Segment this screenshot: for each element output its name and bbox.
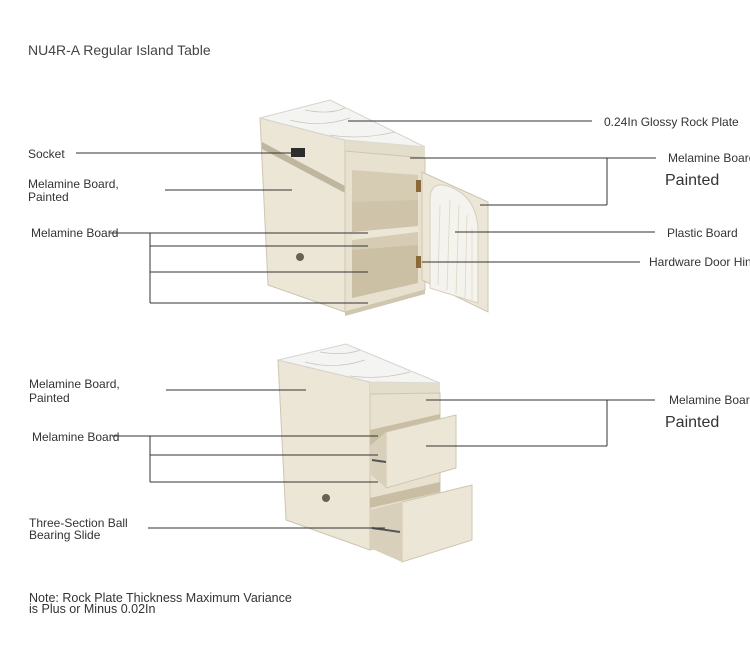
label-melamine-painted-b2: Painted: [29, 391, 70, 405]
label-slide-1: Three-Section Ball: [29, 516, 128, 530]
label-melamine-painted-b1: Melamine Board,: [29, 377, 120, 391]
label-melamine-painted-2: Painted: [28, 190, 69, 204]
label-melamine-board-b-right: Melamine Board: [669, 393, 750, 407]
page-title: NU4R-A Regular Island Table: [28, 42, 211, 58]
label-door-hinge: Hardware Door Hinge: [649, 255, 750, 269]
bottom-leader-lines: [112, 389, 655, 529]
label-melamine-board-right: Melamine Board: [668, 151, 750, 165]
note-line-2: is Plus or Minus 0.02In: [29, 602, 156, 616]
label-painted-b-right: Painted: [665, 414, 720, 431]
label-painted-right: Painted: [665, 172, 720, 189]
label-melamine-board-left: Melamine Board: [31, 226, 119, 240]
top-leader-lines: [76, 120, 656, 304]
label-plastic-board: Plastic Board: [667, 226, 738, 240]
label-socket: Socket: [28, 147, 65, 161]
note-line-1: Note: Rock Plate Thickness Maximum Varia…: [29, 591, 292, 605]
label-melamine-board-b-left: Melamine Board: [32, 430, 120, 444]
label-melamine-painted-1: Melamine Board,: [28, 177, 119, 191]
door-cabinet-illustration: [259, 99, 489, 316]
drawer-cabinet-illustration: [277, 343, 473, 563]
label-rock-plate: 0.24In Glossy Rock Plate: [604, 115, 739, 129]
label-slide-2: Bearing Slide: [29, 528, 101, 542]
